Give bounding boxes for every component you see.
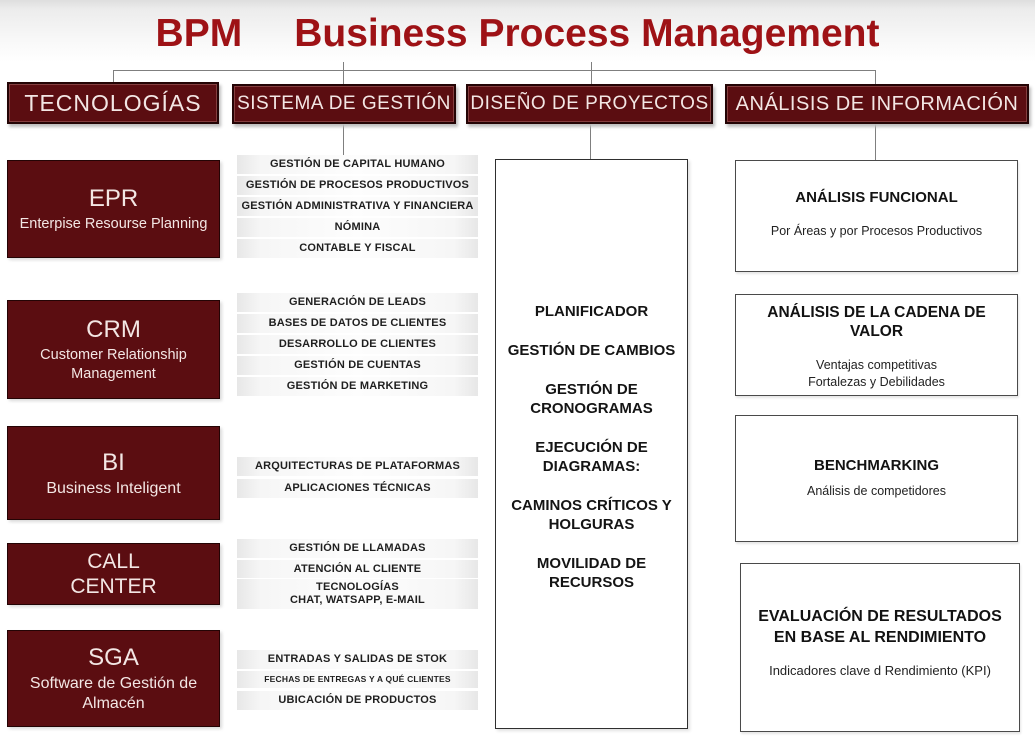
sistema-item: FECHAS DE ENTREGAS Y A QUÉ CLIENTES (237, 671, 478, 688)
sistema-item: GESTIÓN ADMINISTRATIVA Y FINANCIERA (237, 197, 478, 216)
sistema-item: CONTABLE Y FISCAL (237, 239, 478, 258)
node-epr-subtitle: Enterpise Resourse Planning (19, 215, 208, 232)
node-call-center-label: CALL CENTER (70, 550, 157, 598)
sistema-item: DESARROLLO DE CLIENTES (237, 335, 478, 354)
connector-diseno-to-panel (590, 124, 591, 159)
sistema-item: TECNOLOGÍAS CHAT, WATSAPP, E-MAIL (237, 579, 478, 609)
analisis-box-subtitle: Análisis de competidores (807, 484, 946, 498)
node-crm-acronym: CRM (86, 315, 141, 343)
analisis-box-title: ANÁLISIS DE LA CADENA DE VALOR (767, 304, 986, 340)
analisis-box-benchmarking: BENCHMARKING Análisis de competidores (735, 415, 1018, 542)
sistema-items-crm: GENERACIÓN DE LEADS BASES DE DATOS DE CL… (237, 293, 478, 398)
sistema-item: ATENCIÓN AL CLIENTE (237, 560, 478, 578)
node-bi: BI Business Inteligent (7, 426, 220, 520)
sistema-item: BASES DE DATOS DE CLIENTES (237, 314, 478, 333)
sistema-item: GESTIÓN DE CUENTAS (237, 356, 478, 375)
header-sistema-label: SISTEMA DE GESTIÓN (237, 93, 451, 114)
node-epr: EPR Enterpise Resourse Planning (7, 160, 220, 258)
node-epr-acronym: EPR (88, 184, 139, 212)
node-crm: CRM Customer Relationship Management (7, 300, 220, 399)
sistema-items-sga: ENTRADAS Y SALIDAS DE STOK FECHAS DE ENT… (237, 650, 478, 712)
title-acronym: BPM (155, 12, 243, 55)
sistema-item: ENTRADAS Y SALIDAS DE STOK (237, 650, 478, 669)
analisis-box-subtitle: Por Áreas y por Procesos Productivos (770, 224, 983, 238)
node-sga: SGA Software de Gestión de Almacén (7, 630, 220, 727)
node-sga-acronym: SGA (88, 643, 139, 671)
sistema-item: UBICACIÓN DE PRODUCTOS (237, 691, 478, 710)
node-bi-acronym: BI (102, 448, 125, 476)
diseno-item: PLANIFICADOR (534, 303, 649, 320)
diseno-item: GESTIÓN DE CAMBIOS (507, 342, 676, 359)
connector-title-stub-2 (591, 62, 592, 84)
header-analisis-label: ANÁLISIS DE INFORMACIÓN (735, 92, 1019, 115)
title-band (0, 0, 1035, 62)
header-diseno-de-proyectos: DISEÑO DE PROYECTOS (466, 84, 713, 124)
sistema-item: GESTIÓN DE CAPITAL HUMANO (237, 155, 478, 174)
analisis-box-cadena-de-valor: ANÁLISIS DE LA CADENA DE VALOR Ventajas … (735, 294, 1018, 396)
analisis-box-title: EVALUACIÓN DE RESULTADOS EN BASE AL REND… (758, 608, 1002, 646)
analisis-box-title: ANÁLISIS FUNCIONAL (795, 189, 958, 206)
node-bi-subtitle: Business Inteligent (46, 479, 181, 497)
header-sistema-de-gestion: SISTEMA DE GESTIÓN (232, 84, 456, 124)
header-diseno-label: DISEÑO DE PROYECTOS (470, 93, 709, 114)
diseno-proyectos-panel: PLANIFICADOR GESTIÓN DE CAMBIOS GESTIÓN … (495, 159, 688, 729)
analisis-box-funcional: ANÁLISIS FUNCIONAL Por Áreas y por Proce… (735, 160, 1018, 272)
node-sga-subtitle: Software de Gestión de Almacén (29, 674, 198, 712)
sistema-item: GESTIÓN DE LLAMADAS (237, 539, 478, 558)
sistema-items-bi: ARQUITECTURAS DE PLATAFORMAS APLICACIONE… (237, 457, 478, 500)
diseno-item: MOVILIDAD DE RECURSOS (536, 555, 647, 591)
diseno-item: CAMINOS CRÍTICOS Y HOLGURAS (511, 497, 672, 533)
connector-drop-analisis (875, 70, 876, 84)
header-tecnologias: TECNOLOGÍAS (7, 82, 219, 124)
diseno-item: EJECUCIÓN DE DIAGRAMAS: (535, 439, 648, 475)
node-crm-subtitle: Customer Relationship Management (40, 346, 187, 382)
sistema-item: GESTIÓN DE PROCESOS PRODUCTIVOS (237, 176, 478, 195)
sistema-items-epr: GESTIÓN DE CAPITAL HUMANO GESTIÓN DE PRO… (237, 155, 478, 260)
connector-sistema-to-items (343, 124, 344, 155)
header-tecnologias-label: TECNOLOGÍAS (24, 89, 202, 116)
title-name: Business Process Management (294, 12, 880, 55)
page-title: BPM Business Process Management (0, 12, 1035, 56)
diseno-item: GESTIÓN DE CRONOGRAMAS (530, 381, 653, 417)
analisis-box-title: BENCHMARKING (814, 457, 939, 474)
analisis-box-subtitle: Indicadores clave d Rendimiento (KPI) (769, 663, 991, 678)
header-analisis-de-informacion: ANÁLISIS DE INFORMACIÓN (725, 84, 1029, 124)
sistema-item: GENERACIÓN DE LEADS (237, 293, 478, 312)
sistema-item: APLICACIONES TÉCNICAS (237, 479, 478, 498)
connector-drop-tecnologias (113, 70, 114, 82)
node-call-center: CALL CENTER (7, 543, 220, 605)
analisis-box-evaluacion-resultados: EVALUACIÓN DE RESULTADOS EN BASE AL REND… (740, 563, 1020, 732)
connector-horizontal (113, 70, 876, 71)
sistema-item: NÓMINA (237, 218, 478, 237)
connector-analisis-to-boxes (875, 124, 876, 160)
sistema-items-call: GESTIÓN DE LLAMADAS ATENCIÓN AL CLIENTE … (237, 539, 478, 611)
connector-title-stub-1 (343, 62, 344, 84)
sistema-item: ARQUITECTURAS DE PLATAFORMAS (237, 457, 478, 476)
analisis-box-subtitle: Ventajas competitivas Fortalezas y Debil… (808, 358, 945, 389)
sistema-item: GESTIÓN DE MARKETING (237, 377, 478, 396)
